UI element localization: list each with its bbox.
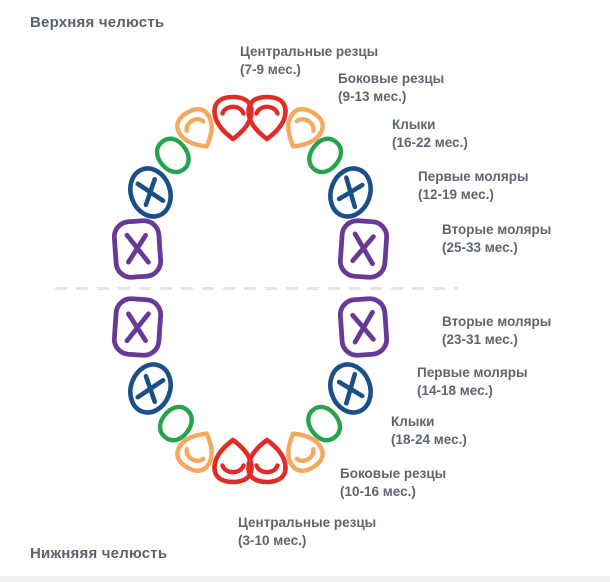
tooth-group-period: (18-24 мес.): [391, 432, 467, 447]
jaw-divider-line: [55, 287, 458, 290]
tooth-group-name: Первые моляры: [417, 365, 528, 380]
label-upper-first-molars: Первые моляры (12-19 мес.): [418, 168, 529, 204]
label-lower-second-molars: Вторые моляры (23-31 мес.): [442, 313, 551, 349]
tooth-group-name: Клыки: [392, 117, 436, 132]
tooth-group-name: Первые моляры: [418, 169, 529, 184]
tooth-lower-left-first-molar: [127, 361, 173, 415]
tooth-upper-right-central-incisor: [246, 94, 288, 142]
label-upper-second-molars: Вторые моляры (25-33 мес.): [442, 221, 551, 257]
tooth-upper-right-canine: [307, 136, 344, 174]
tooth-upper-left-canine: [154, 136, 191, 174]
tooth-group-period: (7-9 мес.): [240, 62, 301, 77]
tooth-lower-left-second-molar: [111, 296, 163, 358]
label-lower-canines: Клыки (18-24 мес.): [391, 413, 467, 449]
tooth-group-period: (9-13 мес.): [338, 89, 407, 104]
label-lower-lateral-incisors: Боковые резцы (10-16 мес.): [340, 465, 446, 501]
upper-jaw-title: Верхняя челюсть: [30, 14, 165, 31]
tooth-group-name: Центральные резцы: [238, 515, 377, 530]
tooth-group-period: (10-16 мес.): [340, 484, 416, 499]
tooth-lower-right-canine: [306, 404, 343, 442]
tooth-upper-right-first-molar: [327, 165, 373, 219]
label-upper-canines: Клыки (16-22 мес.): [392, 116, 468, 152]
tooth-upper-left-second-molar: [111, 218, 163, 280]
tooth-group-name: Центральные резцы: [240, 44, 379, 59]
tooth-lower-right-second-molar: [337, 296, 389, 358]
tooth-group-name: Клыки: [391, 414, 435, 429]
tooth-lower-left-lateral-incisor: [175, 430, 214, 473]
label-lower-central-incisors: Центральные резцы (3-10 мес.): [238, 514, 376, 550]
label-lower-first-molars: Первые моляры (14-18 мес.): [417, 364, 528, 400]
tooth-group-name: Боковые резцы: [338, 71, 445, 86]
tooth-lower-left-canine: [157, 404, 194, 442]
tooth-group-period: (14-18 мес.): [417, 383, 493, 398]
tooth-group-name: Вторые моляры: [442, 222, 552, 237]
bottom-edge-strip: [0, 576, 610, 582]
tooth-group-period: (25-33 мес.): [442, 240, 518, 255]
tooth-group-period: (3-10 мес.): [238, 533, 307, 548]
label-upper-lateral-incisors: Боковые резцы (9-13 мес.): [338, 70, 444, 106]
tooth-upper-right-second-molar: [337, 218, 389, 280]
tooth-group-name: Вторые моляры: [442, 314, 552, 329]
tooth-lower-right-lateral-incisor: [286, 430, 325, 473]
tooth-upper-left-lateral-incisor: [175, 106, 214, 149]
tooth-lower-right-first-molar: [327, 361, 373, 415]
tooth-group-period: (12-19 мес.): [418, 187, 494, 202]
tooth-group-name: Боковые резцы: [340, 466, 447, 481]
tooth-upper-right-lateral-incisor: [286, 106, 325, 149]
tooth-upper-left-first-molar: [127, 165, 173, 219]
tooth-lower-right-central-incisor: [246, 437, 288, 485]
label-upper-central-incisors: Центральные резцы (7-9 мес.): [240, 43, 378, 79]
tooth-group-period: (23-31 мес.): [442, 332, 518, 347]
tooth-group-period: (16-22 мес.): [392, 135, 468, 150]
lower-jaw-title: Нижняяя челюсть: [30, 545, 168, 562]
